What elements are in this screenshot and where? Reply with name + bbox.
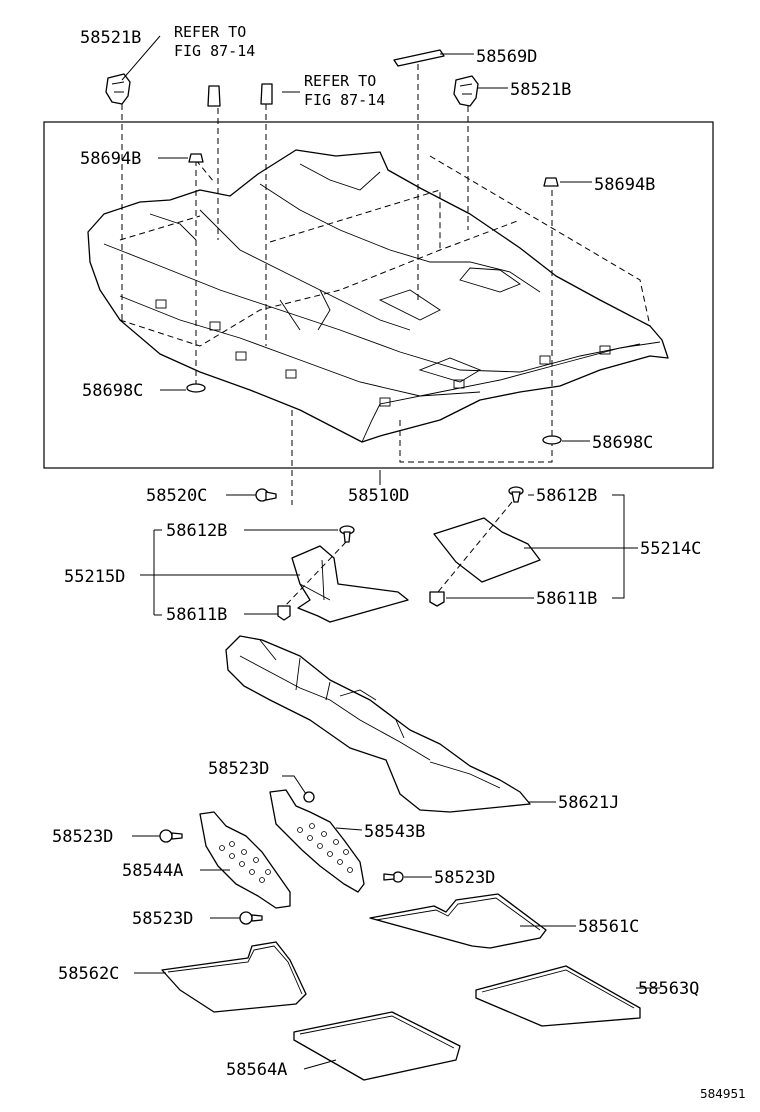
- diagram-code: 584951: [700, 1087, 746, 1101]
- refer-left-line1: REFER TO: [174, 23, 246, 41]
- clip-58611b-left: [277, 605, 291, 621]
- callout-58694b-right: 58694B: [594, 175, 655, 195]
- pin-refer-right: [260, 83, 273, 105]
- callout-58523d-c: 58523D: [434, 868, 495, 888]
- leader-lines: [121, 35, 660, 1070]
- clip-58521b-right: [453, 75, 479, 107]
- dash-55215d: [284, 541, 347, 607]
- screw-58523d-a: [303, 791, 315, 803]
- callout-58698c-right: 58698C: [592, 433, 653, 453]
- clip-58611b-right: [429, 591, 445, 607]
- fastener-58698c-right: [542, 435, 562, 445]
- assembly-dash-lines: [119, 64, 651, 505]
- callout-58523d-b: 58523D: [52, 827, 113, 847]
- callout-55215d: 55215D: [64, 567, 125, 587]
- screw-58612b-left: [339, 525, 355, 543]
- callout-58569d: 58569D: [476, 47, 537, 67]
- callout-58621j: 58621J: [558, 793, 619, 813]
- fastener-58698c-left: [186, 383, 206, 393]
- callout-58611b-right: 58611B: [536, 589, 597, 609]
- assembly-frame: [43, 121, 714, 469]
- callout-58523d-d: 58523D: [132, 909, 193, 929]
- bracket-58544a: [199, 811, 291, 909]
- callout-58520c: 58520C: [146, 486, 207, 506]
- callout-58611b-left: 58611B: [166, 605, 227, 625]
- callout-58698c-left: 58698C: [82, 381, 143, 401]
- pin-refer-left: [207, 85, 221, 107]
- insulator-58621j: [225, 635, 531, 813]
- bracket-58543b: [269, 789, 365, 893]
- callout-58562c: 58562C: [58, 964, 119, 984]
- callout-58612b-right: 58612B: [536, 486, 597, 506]
- callout-58561c: 58561C: [578, 917, 639, 937]
- callout-58543b: 58543B: [364, 822, 425, 842]
- refer-left-line2: FIG 87-14: [174, 42, 255, 60]
- callout-58521b-right: 58521B: [510, 80, 571, 100]
- mat-58563q: [475, 965, 641, 1027]
- callout-58544a: 58544A: [122, 861, 183, 881]
- mat-58562c: [161, 941, 307, 1013]
- callout-58694b-left: 58694B: [80, 149, 141, 169]
- pad-55214c: [433, 517, 541, 583]
- screw-58520c: [255, 488, 277, 502]
- callout-58510d: 58510D: [348, 486, 409, 506]
- refer-right-line2: FIG 87-14: [304, 91, 385, 109]
- callout-58564a: 58564A: [226, 1060, 287, 1080]
- fastener-58694b-left: [188, 153, 204, 163]
- callout-58563q: 58563Q: [638, 979, 699, 999]
- callout-58612b-left: 58612B: [166, 521, 227, 541]
- mat-58564a: [293, 1011, 461, 1081]
- screw-58612b-right: [508, 486, 524, 503]
- screw-58523d-b: [159, 829, 183, 843]
- clip-58521b-left: [105, 73, 131, 105]
- bracket-55215d: [291, 545, 409, 623]
- refer-right-line1: REFER TO: [304, 72, 376, 90]
- floor-carpet-58510d: [87, 149, 669, 443]
- callout-58523d-a: 58523D: [208, 759, 269, 779]
- screw-58523d-d: [239, 911, 263, 925]
- pad-58569d: [393, 49, 445, 67]
- mat-58561c: [369, 893, 547, 949]
- callout-55214c: 55214C: [640, 539, 701, 559]
- callout-58521b-left: 58521B: [80, 28, 141, 48]
- screw-58523d-c: [383, 871, 404, 883]
- fastener-58694b-right: [543, 177, 559, 187]
